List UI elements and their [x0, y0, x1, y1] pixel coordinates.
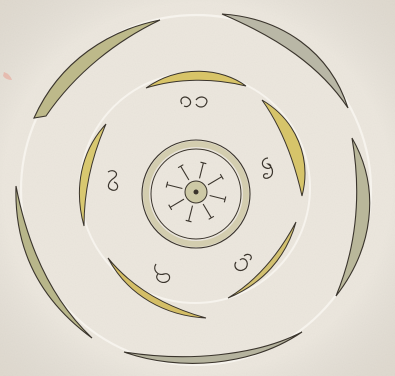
ovary-center-dot [194, 190, 199, 195]
